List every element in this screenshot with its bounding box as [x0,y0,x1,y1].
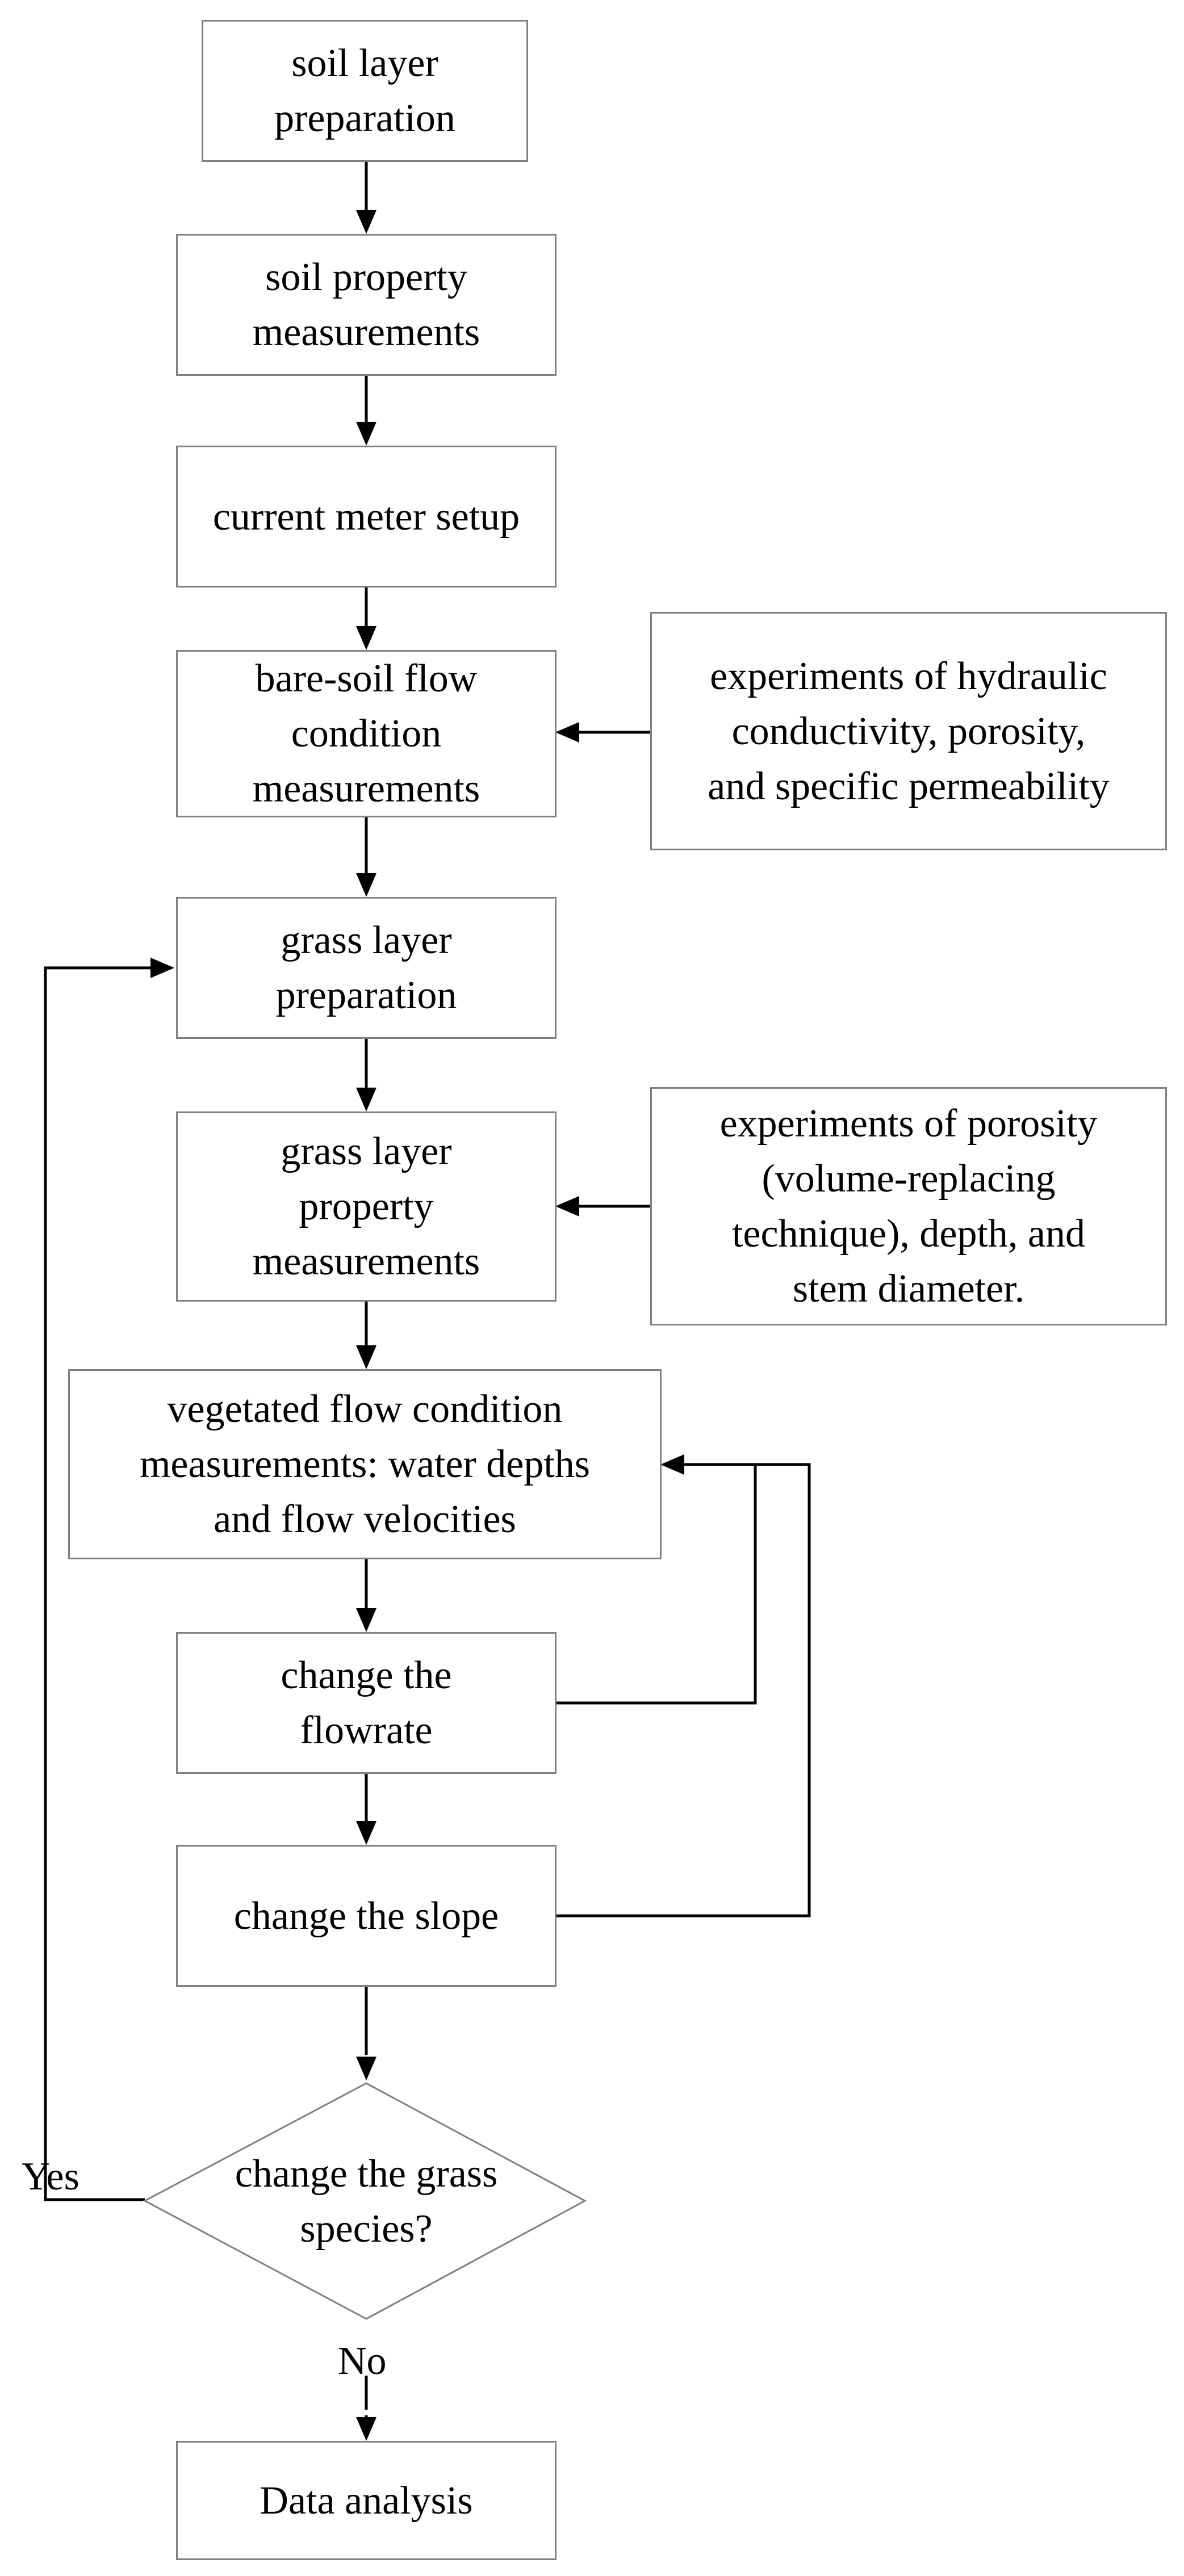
bare-soil-flow-step: bare-soil flow condition measurements [176,650,557,817]
no-branch-label: No [338,2339,387,2383]
arrow-grass-prep-to-grass-property [356,1039,376,1111]
arrow-porosity-to-grass-property [555,1196,650,1216]
soil-layer-preparation-label: soil layer preparation [274,41,455,140]
arrow-bare-soil-to-grass-prep [356,815,376,897]
data-analysis-label: Data analysis [260,2478,473,2523]
arrow-grass-property-to-vegetated-flow [356,1300,376,1369]
current-meter-setup-step: current meter setup [176,446,557,588]
loop-yes-to-grass-prep [44,958,174,2201]
vegetated-flow-label: vegetated flow condition measurements: w… [139,1387,591,1541]
hydraulic-experiments-label: experiments of hydraulic conductivity, p… [708,654,1110,808]
arrow-flowrate-to-slope [356,1774,376,1845]
hydraulic-experiments-note: experiments of hydraulic conductivity, p… [650,612,1167,850]
change-flowrate-label: change the flowrate [281,1654,452,1752]
vegetated-flow-step: vegetated flow condition measurements: w… [68,1369,662,1559]
loop-flowrate-to-vegetated-flow [554,1454,757,1705]
soil-property-measurements-step: soil property measurements [176,234,557,376]
change-slope-label: change the slope [233,1894,499,1938]
porosity-experiments-label: experiments of porosity (volume-replacin… [719,1102,1098,1311]
decision-diamond [143,2082,587,2320]
change-flowrate-step: change the flowrate [176,1632,557,1774]
arrow-decision-to-data-analysis [356,2376,376,2441]
decision-question-label: change the grass species? [235,2151,498,2251]
arrow-hydraulic-to-bare-soil [555,722,650,742]
current-meter-setup-label: current meter setup [212,494,520,539]
arrow-soil-property-to-current-meter [356,375,376,446]
soil-layer-preparation-step: soil layer preparation [202,20,528,162]
bare-soil-flow-label: bare-soil flow condition measurements [252,657,480,811]
arrow-slope-to-decision [356,1987,376,2080]
arrow-vegetated-flow-to-flowrate [356,1558,376,1632]
grass-layer-property-step: grass layer property measurements [176,1111,557,1302]
arrow-prep-to-soil-property [356,162,376,234]
grass-layer-property-label: grass layer property measurements [252,1130,480,1283]
loop-slope-to-vegetated-flow [554,1463,811,1918]
change-slope-step: change the slope [176,1845,557,1987]
grass-layer-preparation-step: grass layer preparation [176,897,557,1039]
soil-property-measurements-label: soil property measurements [252,255,480,354]
decision-question: change the grass species? [187,2143,545,2259]
porosity-experiments-note: experiments of porosity (volume-replacin… [650,1087,1167,1325]
arrow-current-meter-to-bare-soil [356,588,376,650]
grass-layer-preparation-label: grass layer preparation [275,918,457,1017]
yes-branch-label: Yes [22,2155,80,2199]
data-analysis-step: Data analysis [176,2441,557,2560]
